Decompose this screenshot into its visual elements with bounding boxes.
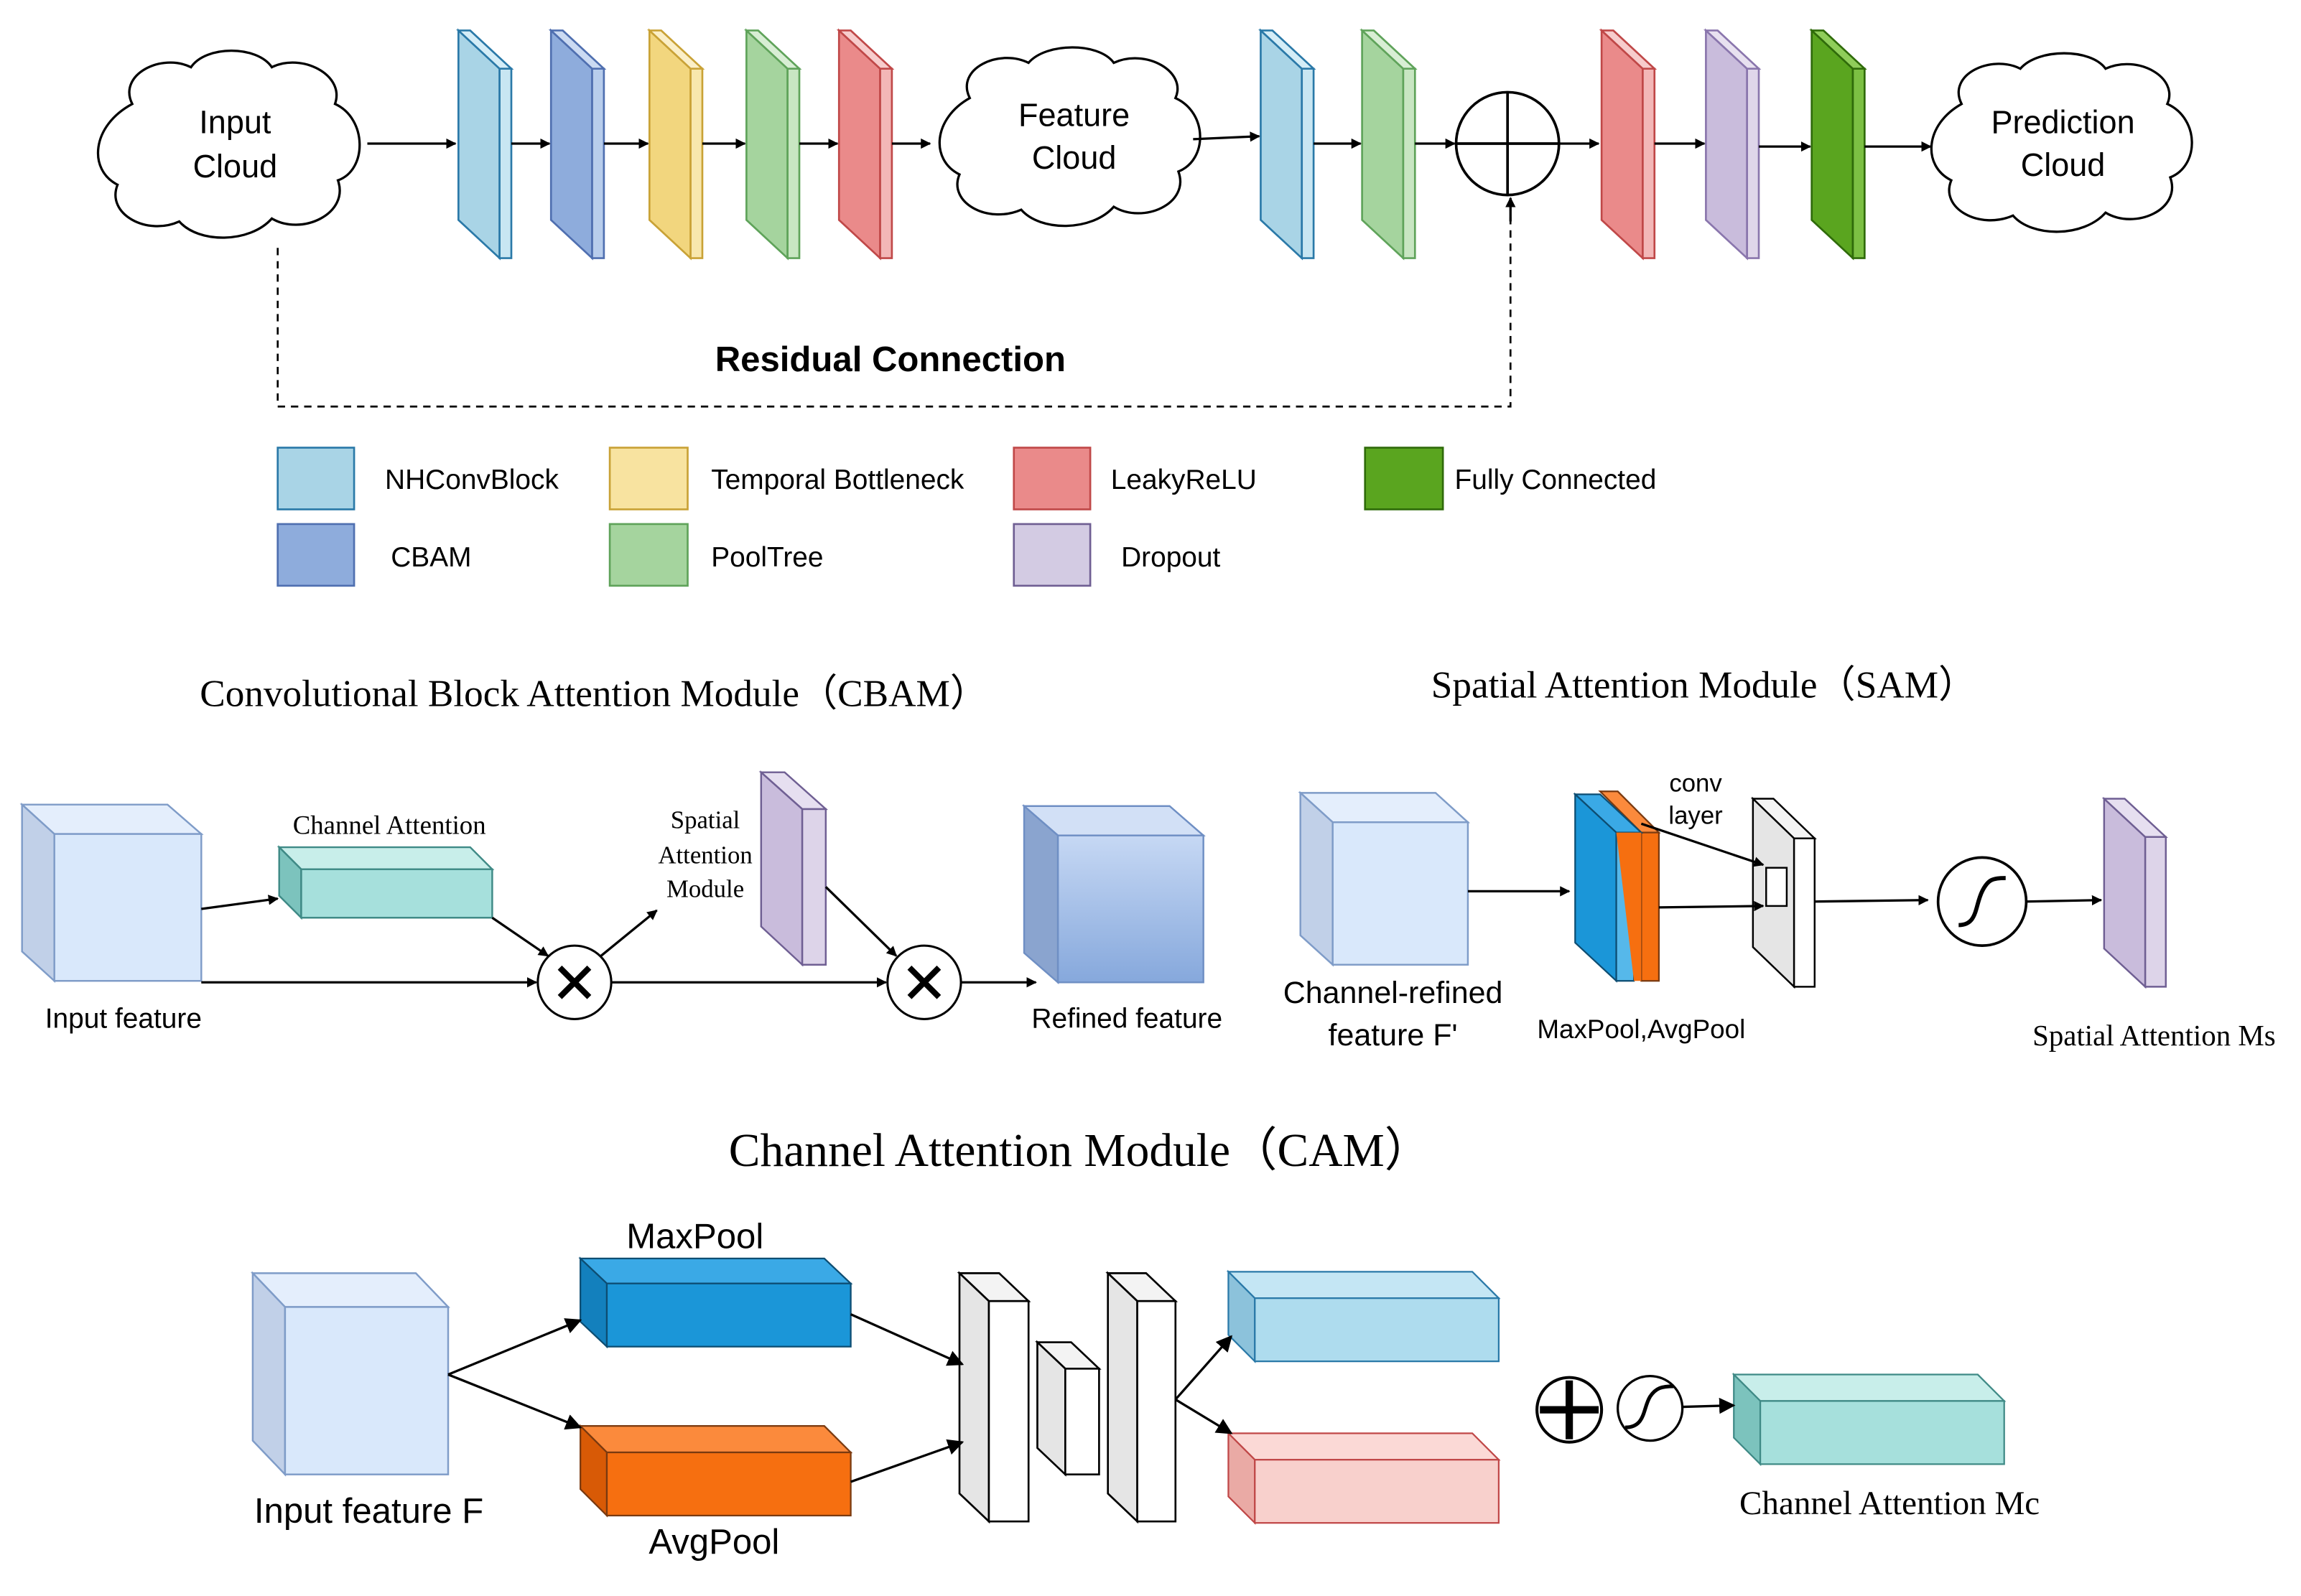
legend-label-nhconv: NHConvBlock (385, 465, 559, 495)
cbam-refined-cube (1021, 804, 1206, 984)
layer-cbam-1 (548, 28, 607, 261)
cbam-channel-attention-label: Channel Attention (293, 811, 486, 840)
cbam-input-label: Input feature (45, 1004, 202, 1035)
cbam-spatial-label-1: Spatial (671, 806, 740, 834)
cam-input-cube (251, 1271, 450, 1477)
layer-temporal-bottleneck (646, 28, 705, 261)
layer-nhconv-1 (455, 28, 514, 261)
legend-swatch-cbam (276, 523, 355, 587)
feature-cloud-line1: Feature (1018, 96, 1130, 133)
cbam-module: Convolutional Block Attention Module（CBA… (19, 673, 1222, 1035)
cbam-title: Convolutional Block Attention Module（CBA… (200, 673, 988, 715)
pipeline: Input Cloud Feature Cloud Prediction Clo… (96, 28, 2193, 408)
legend-label-fc: Fully Connected (1455, 465, 1657, 495)
residual-label: Residual Connection (715, 340, 1066, 379)
legend-swatch-temporal (608, 447, 689, 510)
cam-input-label: Input feature F (254, 1492, 483, 1531)
layer-fully-connected (1809, 28, 1867, 261)
sam-input-cube (1298, 790, 1471, 967)
sum-node (1454, 90, 1561, 197)
sam-output-label: Spatial Attention Ms (2032, 1019, 2276, 1052)
cbam-spatial-label-2: Attention (658, 841, 752, 869)
cbam-spatial-block (758, 770, 829, 967)
sam-title: Spatial Attention Module（SAM） (1431, 663, 1976, 706)
legend-swatch-leakyrelu (1013, 447, 1092, 510)
cam-title: Channel Attention Module（CAM） (729, 1125, 1431, 1177)
cam-maxpool-label: MaxPool (626, 1218, 763, 1256)
legend-label-leakyrelu: LeakyReLU (1111, 465, 1257, 495)
feature-cloud: Feature Cloud (938, 46, 1201, 228)
input-cloud: Input Cloud (96, 50, 361, 239)
cam-sigmoid-icon (1616, 1374, 1684, 1442)
legend-label-dropout: Dropout (1121, 542, 1220, 573)
legend-label-temporal: Temporal Bottleneck (711, 465, 964, 495)
layer-pooltree-2 (1359, 28, 1418, 261)
sam-arrows (1467, 822, 2103, 912)
sam-input-label-1: Channel-refined (1283, 976, 1503, 1010)
cam-avgpool-label: AvgPool (649, 1523, 779, 1562)
layer-nhconv-2 (1258, 28, 1316, 261)
prediction-cloud: Prediction Cloud (1930, 52, 2193, 233)
sam-input-label-2: feature F' (1329, 1018, 1458, 1053)
sam-conv-layer (1750, 796, 1817, 989)
cam-output-label: Channel Attention Mc (1739, 1485, 2040, 1522)
layer-dropout (1703, 28, 1762, 261)
sam-sigmoid-icon (1936, 856, 2028, 947)
cam-max-output-block (1226, 1269, 1501, 1363)
residual-connection: Residual Connection (276, 197, 1516, 408)
legend-swatch-pooltree (608, 523, 689, 587)
cam-output-block (1731, 1372, 2007, 1467)
cbam-refined-label: Refined feature (1031, 1004, 1222, 1035)
prediction-cloud-line1: Prediction (1991, 104, 2134, 141)
cam-module: Channel Attention Module（CAM） Input feat… (251, 1125, 2040, 1562)
legend-label-pooltree: PoolTree (711, 542, 823, 573)
legend-label-cbam: CBAM (391, 542, 471, 573)
sam-pool-label: MaxPool,AvgPool (1537, 1014, 1745, 1044)
layer-leakyrelu-1 (836, 28, 895, 261)
cbam-multiply-node-1 (536, 944, 613, 1020)
sam-conv-label-2: layer (1668, 802, 1722, 829)
sam-module: Spatial Attention Module（SAM） Channel-re… (1283, 663, 2276, 1053)
cam-arrows (447, 1313, 1736, 1483)
layer-pooltree-1 (743, 28, 802, 261)
cam-shared-mlp (957, 1271, 1179, 1524)
cbam-spatial-label-3: Module (666, 875, 744, 903)
cbam-input-cube (19, 802, 204, 983)
legend-swatch-fc (1364, 447, 1444, 510)
sam-conv-label-1: conv (1669, 770, 1722, 797)
cbam-channel-attention-block (276, 845, 495, 920)
feature-cloud-line2: Cloud (1032, 139, 1117, 176)
pipeline-arrows (367, 131, 1932, 152)
cam-avg-output-block (1226, 1431, 1501, 1525)
cam-maxpool-block (578, 1256, 853, 1349)
legend: NHConvBlock CBAM Temporal Bottleneck Poo… (276, 447, 1657, 587)
sam-output-block (2101, 796, 2168, 989)
input-cloud-line1: Input (199, 104, 271, 141)
cbam-arrows (201, 886, 1037, 988)
legend-swatch-dropout (1013, 523, 1092, 587)
legend-swatch-nhconv (276, 447, 355, 510)
cbam-multiply-node-2 (886, 944, 962, 1020)
input-cloud-line2: Cloud (193, 148, 278, 185)
cam-add-icon (1535, 1376, 1604, 1444)
layer-leakyrelu-2 (1599, 28, 1658, 261)
prediction-cloud-line2: Cloud (2021, 146, 2106, 183)
sam-pooled-maps (1573, 790, 1661, 983)
cam-avgpool-block (578, 1424, 853, 1518)
